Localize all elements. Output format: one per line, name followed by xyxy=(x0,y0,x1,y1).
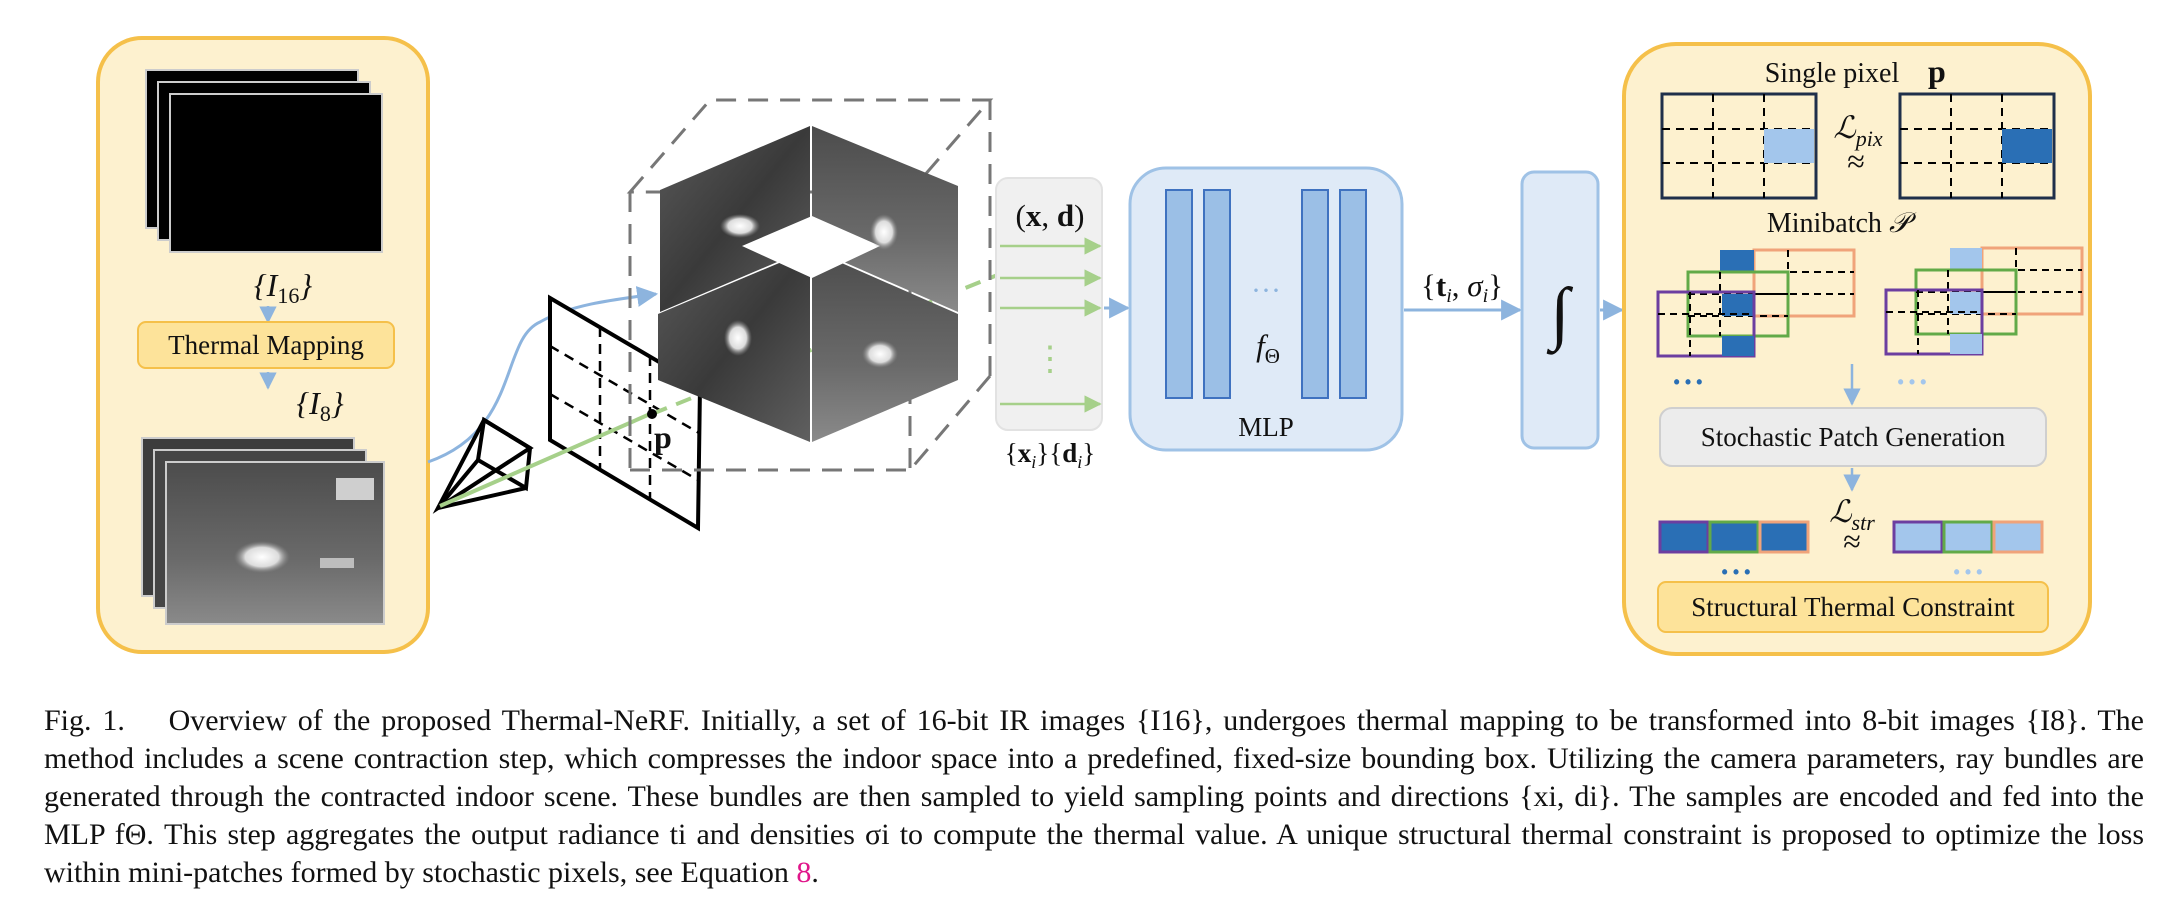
pixel-point xyxy=(647,409,657,419)
outputs-label: {ti, σi} xyxy=(1421,268,1503,307)
structural-thermal-constraint-box: Structural Thermal Constraint xyxy=(1657,581,2049,633)
rendered-patch-group xyxy=(1656,248,1856,358)
samples-ellipsis: ⋮ xyxy=(1033,341,1067,378)
stochastic-patch-generation-box: Stochastic Patch Generation xyxy=(1659,407,2047,467)
caption-end: . xyxy=(811,856,819,889)
rendered-pixel-grid xyxy=(1660,92,1818,200)
minibatch-label: Minibatch 𝒫 xyxy=(1767,208,1917,239)
thermal-mapping-label: Thermal Mapping xyxy=(168,330,364,360)
output-8bit-label: {I8} xyxy=(296,385,343,426)
constraint-label: Structural Thermal Constraint xyxy=(1691,592,2015,622)
approx-symbol-1: ≈ xyxy=(1847,143,1865,179)
camera-ray xyxy=(439,412,651,508)
raw-16bit-image-stack xyxy=(145,69,383,253)
mlp-block: ··· fΘ MLP xyxy=(1128,166,1404,452)
single-pixel-symbol: p xyxy=(1928,53,1946,89)
left-patch-dots: • • • xyxy=(1674,372,1703,392)
pixel-label: p xyxy=(654,419,672,455)
approx-symbol-2: ≈ xyxy=(1843,523,1861,559)
volume-rendering-block: ∫ xyxy=(1520,170,1600,450)
integral-symbol: ∫ xyxy=(1546,275,1573,355)
gt-pixel-grid xyxy=(1898,92,2056,200)
caption-fig-label: Fig. 1. xyxy=(44,704,125,737)
samples-panel: (x, d) ⋮ xyxy=(995,177,1103,431)
samples-top-label: (x, d) xyxy=(1016,198,1085,233)
mlp-layer-4 xyxy=(1339,189,1367,399)
single-pixel-label: Single pixel xyxy=(1765,58,1900,89)
thermal-8bit-image-stack xyxy=(141,437,385,625)
patch-generation-label: Stochastic Patch Generation xyxy=(1701,422,2006,452)
mlp-layer-2 xyxy=(1203,189,1231,399)
figure-caption: Fig. 1. Overview of the proposed Thermal… xyxy=(44,702,2144,892)
right-strip-dots: • • • xyxy=(1954,562,1983,582)
caption-equation-ref[interactable]: 8 xyxy=(796,856,812,889)
mlp-dots: ··· xyxy=(1251,274,1281,307)
rendered-patch-strip xyxy=(1658,520,1810,554)
right-patch-dots: • • • xyxy=(1898,372,1927,392)
left-strip-dots: • • • xyxy=(1722,562,1751,582)
gt-patch-group xyxy=(1884,246,2084,356)
camera-icon xyxy=(432,416,534,514)
thermal-mapping-box: Thermal Mapping xyxy=(137,321,395,369)
caption-text: Overview of the proposed Thermal-NeRF. I… xyxy=(44,704,2144,889)
mlp-layer-3 xyxy=(1301,189,1329,399)
samples-bottom-label: {xi}{di} xyxy=(1005,438,1095,472)
contracted-scene-cube xyxy=(626,98,994,472)
gt-patch-strip xyxy=(1892,520,2044,554)
mlp-name: MLP xyxy=(1238,412,1294,442)
mlp-layer-1 xyxy=(1165,189,1193,399)
